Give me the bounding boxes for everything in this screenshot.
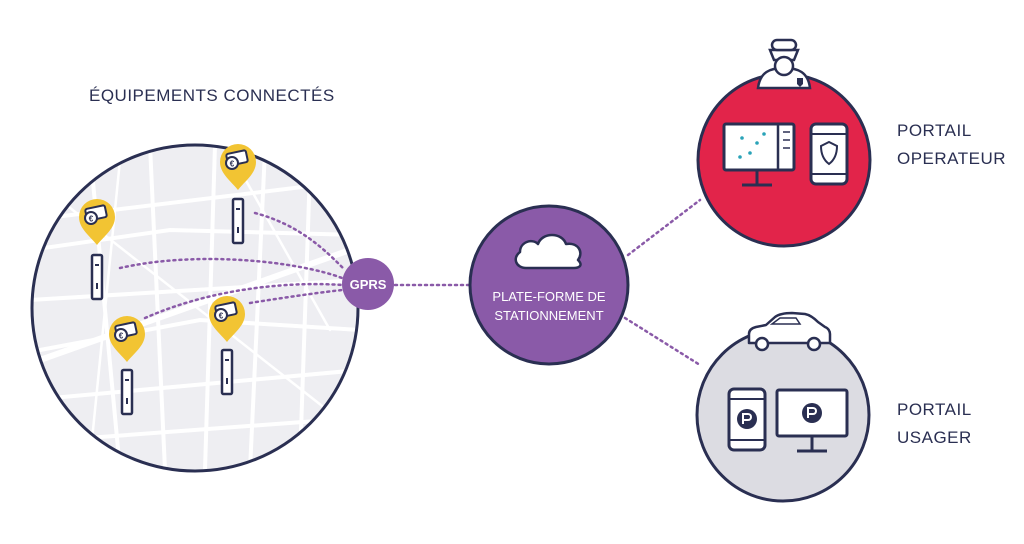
link-platform-user: [623, 316, 702, 367]
gprs-node: GPRS: [342, 258, 394, 310]
link-meter-4: [248, 288, 344, 305]
link-meter-1: [253, 211, 347, 272]
link-platform-operator: [626, 198, 702, 257]
user-portal-label-line2: USAGER: [897, 428, 972, 447]
smartphone-icon: [727, 387, 767, 452]
operator-portal-label: PORTAIL OPERATEUR: [897, 117, 1006, 173]
portal-logo-icon: [802, 403, 822, 423]
operator-portal-label-line1: PORTAIL: [897, 121, 972, 140]
operator-portal-node: [696, 38, 872, 248]
gprs-label: GPRS: [350, 277, 387, 292]
smartphone-icon: [809, 122, 849, 186]
platform-label-line2: STATIONNEMENT: [494, 308, 603, 323]
desktop-monitor-icon: [722, 122, 796, 187]
link-meter-2: [118, 257, 344, 280]
desktop-monitor-icon: [775, 388, 849, 453]
user-portal-label-line1: PORTAIL: [897, 400, 972, 419]
user-portal-node: [695, 311, 871, 503]
connected-devices-map: [30, 143, 360, 473]
devices-title: ÉQUIPEMENTS CONNECTÉS: [89, 86, 335, 105]
user-portal-label: PORTAIL USAGER: [897, 396, 972, 452]
car-icon: [747, 311, 832, 352]
device-links: [118, 198, 702, 367]
shield-icon: [819, 140, 839, 166]
portal-logo-icon: [737, 409, 757, 429]
operator-portal-label-line2: OPERATEUR: [897, 149, 1007, 168]
police-officer-icon: [756, 38, 812, 90]
link-meter-3: [143, 282, 344, 320]
parking-platform-node: PLATE-FORME DE STATIONNEMENT: [468, 204, 630, 366]
platform-label-line1: PLATE-FORME DE: [492, 289, 605, 304]
cloud-icon: [514, 233, 582, 270]
